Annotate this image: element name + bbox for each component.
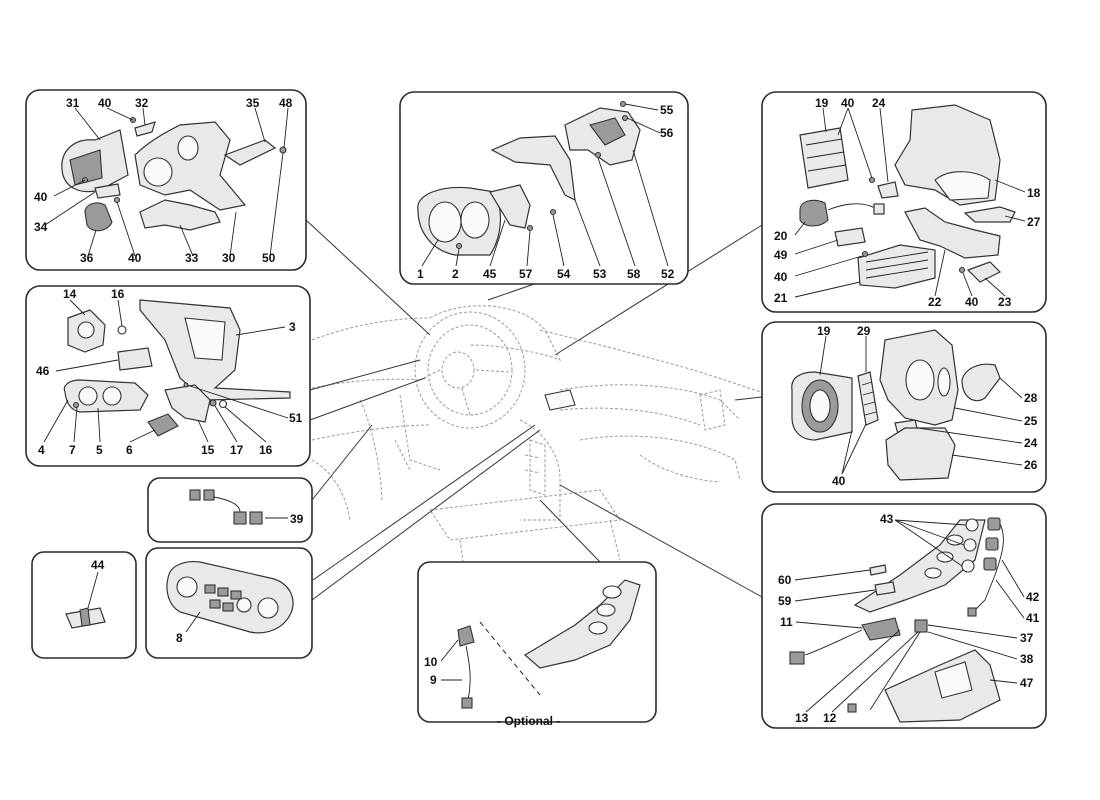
part-label: 38 — [1020, 652, 1034, 666]
panel-top-left: 31 40 32 35 48 40 34 36 40 33 30 50 — [25, 89, 307, 271]
optional-caption: - Optional - — [497, 714, 560, 728]
panel-optional: 10 9 - Optional - — [417, 561, 657, 728]
part-label: 60 — [778, 573, 792, 587]
part-label: 7 — [69, 443, 76, 457]
part-label: 42 — [1026, 590, 1040, 604]
panel-frame — [31, 551, 137, 659]
part-label: 40 — [34, 190, 48, 204]
part-label: 25 — [1024, 414, 1038, 428]
part-label: 20 — [774, 229, 788, 243]
part-label: 41 — [1026, 611, 1040, 625]
part-label: 58 — [627, 267, 641, 281]
part-label: 19 — [815, 96, 829, 110]
part-label: 24 — [1024, 436, 1038, 450]
panel-mid-right: 19 29 28 25 24 26 40 — [761, 321, 1047, 493]
connector-lines — [305, 219, 763, 601]
part-label: 22 — [928, 295, 942, 309]
part-label: 40 — [774, 270, 788, 284]
part-label: 40 — [128, 251, 142, 265]
part-label: 32 — [135, 96, 149, 110]
part-label: 3 — [289, 320, 296, 334]
cover-part — [885, 427, 956, 481]
part-label: 31 — [66, 96, 80, 110]
panel-climate-control: 8 — [145, 547, 313, 659]
part-label: 36 — [80, 251, 94, 265]
part-label: 37 — [1020, 631, 1034, 645]
panel-frame — [147, 477, 313, 543]
panel-bottom-right: 43 42 60 59 41 11 37 38 47 13 12 — [761, 503, 1047, 729]
frame-part — [134, 121, 247, 211]
part-label: 53 — [593, 267, 607, 281]
part-label: 14 — [63, 287, 77, 301]
part-label: 1 — [417, 267, 424, 281]
part-label: 10 — [424, 655, 438, 669]
part-label: 4 — [38, 443, 45, 457]
panel-mid-left: 14 16 3 46 51 4 7 5 6 15 17 16 — [25, 285, 311, 467]
part-label: 35 — [246, 96, 260, 110]
part-label: 27 — [1027, 215, 1041, 229]
part-label: 51 — [289, 411, 303, 425]
part-label: 17 — [230, 443, 244, 457]
part-label: 28 — [1024, 391, 1038, 405]
part-label: 59 — [778, 594, 792, 608]
part-label: 33 — [185, 251, 199, 265]
part-label: 5 — [96, 443, 103, 457]
part-label: 55 — [660, 103, 674, 117]
part-label: 23 — [998, 295, 1012, 309]
part-label: 40 — [832, 474, 846, 488]
part-label: 40 — [841, 96, 855, 110]
part-label: 8 — [176, 631, 183, 645]
part-label: 26 — [1024, 458, 1038, 472]
part-label: 21 — [774, 291, 788, 305]
part-label: 6 — [126, 443, 133, 457]
part-label: 48 — [279, 96, 293, 110]
panel-wiring: 39 — [147, 477, 313, 543]
panel-top-center: 55 56 1 2 45 57 54 53 58 52 — [399, 91, 689, 285]
part-label: 34 — [34, 220, 48, 234]
part-label: 43 — [880, 512, 894, 526]
part-label: 12 — [823, 711, 837, 725]
part-label: 19 — [817, 324, 831, 338]
part-label: 40 — [965, 295, 979, 309]
tunnel-part — [523, 579, 641, 669]
part-label: 30 — [222, 251, 236, 265]
part-label: 15 — [201, 443, 215, 457]
part-label: 18 — [1027, 186, 1041, 200]
part-label: 13 — [795, 711, 809, 725]
part-label: 29 — [857, 324, 871, 338]
part-label: 2 — [452, 267, 459, 281]
part-label: 45 — [483, 267, 497, 281]
part-label: 39 — [290, 512, 304, 526]
panel-frame — [417, 561, 657, 723]
part-label: 9 — [430, 673, 437, 687]
part-label: 56 — [660, 126, 674, 140]
part-label: 44 — [91, 558, 105, 572]
part-label: 57 — [519, 267, 533, 281]
part-label: 52 — [661, 267, 675, 281]
part-label: 40 — [98, 96, 112, 110]
part-label: 16 — [111, 287, 125, 301]
vent-part — [857, 244, 936, 289]
part-label: 47 — [1020, 676, 1034, 690]
part-label: 16 — [259, 443, 273, 457]
part-label: 49 — [774, 248, 788, 262]
dashboard-outline — [311, 305, 791, 611]
panel-top-right: 19 40 24 18 27 20 49 40 21 22 40 23 — [761, 91, 1047, 313]
vent-part — [799, 127, 849, 189]
part-label: 54 — [557, 267, 571, 281]
part-label: 46 — [36, 364, 50, 378]
part-label: 24 — [872, 96, 886, 110]
part-label: 11 — [780, 615, 793, 629]
duct-part — [904, 207, 1001, 259]
part-label: 50 — [262, 251, 276, 265]
panel-part-44: 44 — [31, 551, 137, 659]
